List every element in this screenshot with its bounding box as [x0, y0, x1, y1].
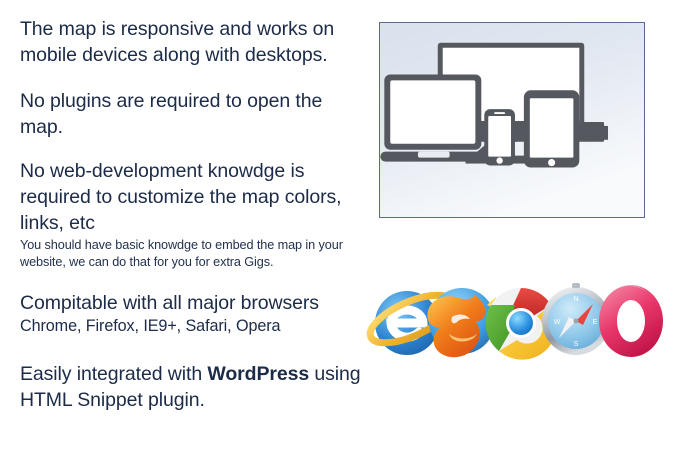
browser-logos-row: Logos of the five major web browsers	[363, 279, 669, 361]
feature-no-webdev-text: No web-development knowdge is required t…	[20, 160, 342, 234]
tablet	[523, 90, 580, 168]
feature-browsers-list: Chrome, Firefox, IE9+, Safari, Opera	[20, 317, 281, 335]
internet-explorer-logo	[366, 291, 456, 355]
opera-logo	[599, 284, 663, 357]
wordpress-brand: WordPress	[207, 363, 310, 385]
feature-browsers-headline: Compitable with all major browsers	[20, 292, 319, 314]
feature-text-column: The map is responsive and works on mobil…	[20, 16, 368, 413]
laptop	[380, 74, 488, 162]
feature-no-plugins-text: No plugins are required to open the map.	[20, 90, 323, 138]
smartphone	[484, 109, 515, 166]
svg-text:N: N	[573, 296, 578, 303]
svg-text:S: S	[574, 341, 579, 348]
firefox-logo	[427, 288, 496, 358]
wordpress-suffix: using HTML Snippet plugin.	[20, 363, 361, 411]
feature-wordpress-text: Easily integrated with WordPress using H…	[20, 361, 368, 413]
feature-no-webdev-note: You should have basic knowdge to embed t…	[20, 238, 343, 269]
svg-text:E: E	[593, 319, 598, 326]
chrome-logo	[485, 288, 558, 360]
wordpress-prefix: Easily integrated with	[20, 363, 208, 385]
svg-text:W: W	[554, 319, 561, 326]
devices-illustration-panel: Illustration of desktop monitor, laptop,…	[379, 22, 645, 218]
safari-logo: N S W E	[542, 283, 610, 355]
feature-responsive-text: The map is responsive and works on mobil…	[20, 18, 335, 66]
